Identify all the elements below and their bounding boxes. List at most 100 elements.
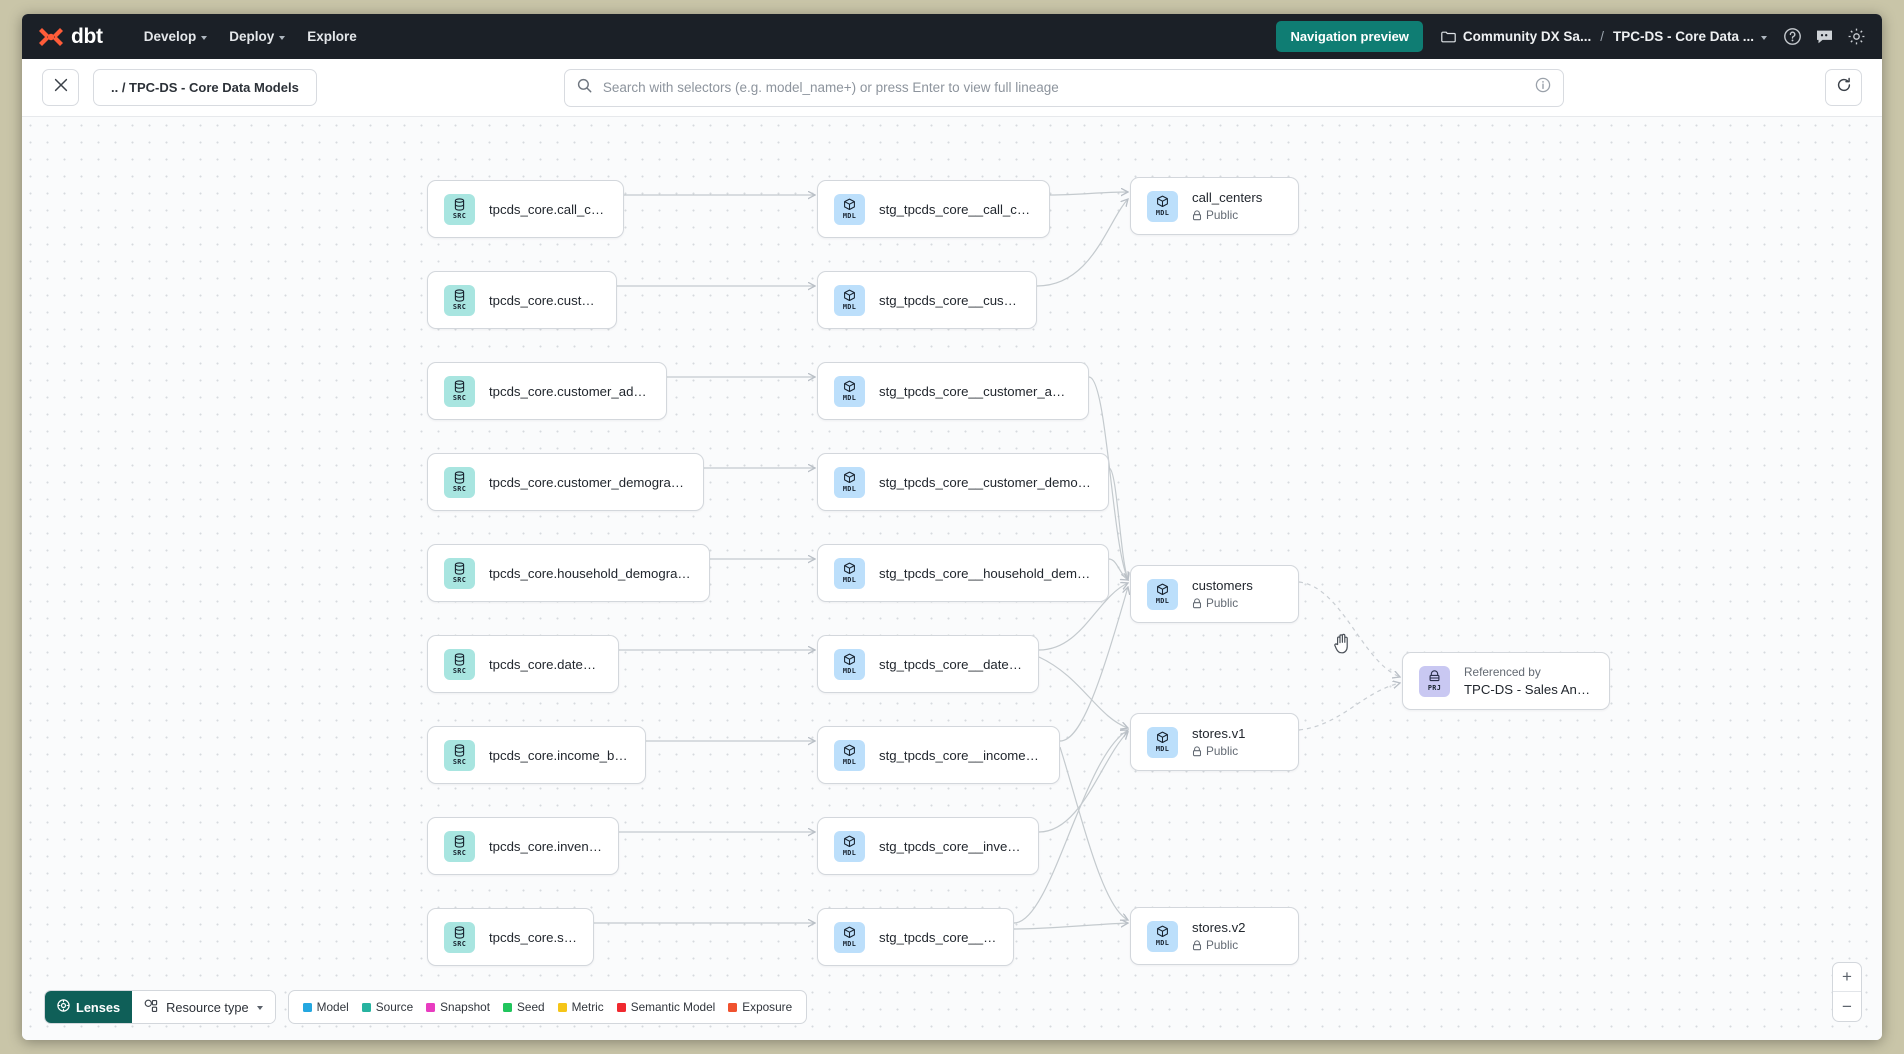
info-icon[interactable] <box>1535 77 1551 98</box>
breadcrumb-project[interactable]: TPC-DS - Core Data ... <box>1612 29 1754 44</box>
lineage-search-box[interactable] <box>563 68 1564 107</box>
cube-icon <box>843 926 856 939</box>
node-label: stg_tpcds_core__call_center <box>879 201 1033 217</box>
node-type-badge-mdl: MDL <box>1147 726 1178 758</box>
refresh-icon <box>1836 77 1852 98</box>
breadcrumb-separator: / <box>1600 29 1604 44</box>
resource-type-label: Resource type <box>166 999 249 1015</box>
lineage-toolbar: .. / TPC-DS - Core Data Models <box>22 59 1882 117</box>
database-icon <box>453 471 466 484</box>
navigation-preview-button[interactable]: Navigation preview <box>1276 21 1423 52</box>
node-label: stg_tpcds_core__store <box>879 929 997 945</box>
nav-deploy[interactable]: Deploy <box>218 23 296 50</box>
node-label: call_centers <box>1192 190 1263 205</box>
refresh-button[interactable] <box>1825 69 1862 106</box>
node-access-label: Public <box>1206 596 1239 610</box>
chevron-down-icon[interactable] <box>1761 35 1767 40</box>
lenses-button[interactable]: Lenses <box>45 991 133 1023</box>
node-label: stores.v1 <box>1192 726 1246 741</box>
cube-icon <box>843 653 856 666</box>
close-lineage-button[interactable] <box>42 69 79 106</box>
node-access-label: Public <box>1206 744 1239 758</box>
cube-icon <box>1156 731 1169 744</box>
node-access: Public <box>1192 938 1246 952</box>
legend-item-seed[interactable]: Seed <box>503 1000 545 1014</box>
exposure-node[interactable]: PRJ Referenced by TPC-DS - Sales Analytics <box>1402 652 1610 710</box>
chevron-down-icon <box>279 35 286 40</box>
exposure-caption: Referenced by <box>1464 665 1541 679</box>
legend-swatch <box>426 1002 436 1012</box>
legend-item-snapshot[interactable]: Snapshot <box>426 1000 490 1014</box>
breadcrumb-account[interactable]: Community DX Sa... <box>1462 29 1592 44</box>
zoom-in-button[interactable]: + <box>1833 963 1861 992</box>
node-label: tpcds_core.call_center <box>489 201 607 217</box>
cube-icon <box>1156 583 1169 596</box>
node-label: tpcds_core.date_dim <box>489 656 602 672</box>
lock-icon <box>1192 745 1202 757</box>
node-type-badge-prj: PRJ <box>1419 665 1450 697</box>
node-text-stack: Referenced by TPC-DS - Sales Analytics <box>1464 665 1593 697</box>
lineage-canvas[interactable]: SRCtpcds_core.call_centerSRCtpcds_core.c… <box>22 117 1882 1040</box>
search-input[interactable] <box>600 79 1526 96</box>
nav-explore[interactable]: Explore <box>296 23 368 50</box>
node-type-badge-src: SRC <box>444 375 475 407</box>
legend-item-model[interactable]: Model <box>302 1000 349 1014</box>
node-type-badge-src: SRC <box>444 830 475 862</box>
legend-item-semantic-model[interactable]: Semantic Model <box>616 1000 715 1014</box>
lenses-icon <box>57 999 70 1015</box>
legend-item-source[interactable]: Source <box>361 1000 414 1014</box>
dbt-explore-window: dbt Develop Deploy Explore Navigation pr… <box>22 14 1882 1040</box>
legend-label: Seed <box>517 1000 545 1014</box>
source-node[interactable]: SRC tpcds_core.inventory <box>427 817 619 875</box>
lineage-edges <box>594 117 1882 930</box>
legend-swatch <box>557 1002 567 1012</box>
exposure-name: TPC-DS - Sales Analytics <box>1464 682 1593 697</box>
legend-label: Exposure <box>742 1000 793 1014</box>
model-node[interactable]: MDL stg_tpcds_core__store <box>817 908 1014 966</box>
node-type-badge-mdl: MDL <box>1147 920 1178 952</box>
node-type-badge-mdl: MDL <box>1147 190 1178 222</box>
node-type-badge-mdl: MDL <box>834 557 865 589</box>
settings-gear-icon[interactable] <box>1847 27 1866 46</box>
node-label: tpcds_core.inventory <box>489 838 602 854</box>
nav-develop[interactable]: Develop <box>133 23 219 50</box>
node-access-label: Public <box>1206 938 1239 952</box>
legend-item-metric[interactable]: Metric <box>557 1000 604 1014</box>
resource-type-legend: Model Source Snapshot Seed Metric Semantic Mo… <box>287 990 808 1024</box>
dbt-logo[interactable]: dbt <box>38 25 103 49</box>
feedback-icon[interactable] <box>1815 27 1834 46</box>
breadcrumb-chip[interactable]: .. / TPC-DS - Core Data Models <box>93 69 317 106</box>
node-type-badge-mdl: MDL <box>834 921 865 953</box>
node-type-badge-mdl: MDL <box>834 375 865 407</box>
zoom-out-button[interactable]: − <box>1842 996 1852 1016</box>
node-access: Public <box>1192 744 1246 758</box>
database-icon <box>453 744 466 757</box>
legend-item-exposure[interactable]: Exposure <box>728 1000 792 1014</box>
chevron-down-icon <box>201 35 208 40</box>
legend-label: Source <box>375 1000 414 1014</box>
search-icon <box>577 78 592 98</box>
resource-type-dropdown[interactable]: Resource type <box>132 991 275 1023</box>
help-icon[interactable] <box>1783 27 1802 46</box>
